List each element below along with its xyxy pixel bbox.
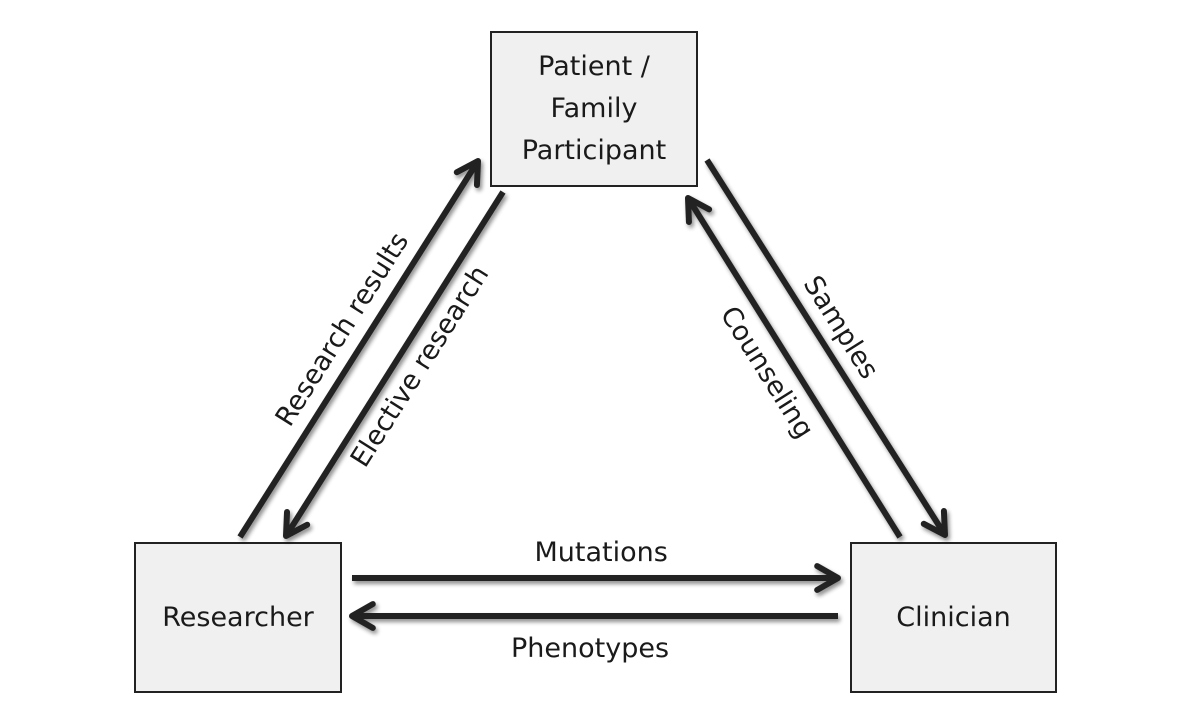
edge-line [685,196,903,539]
arrowhead-icon [283,509,311,539]
edge-label-phenotypes: Phenotypes [511,632,670,664]
arrowhead-icon [685,195,713,225]
edge-line [237,159,481,539]
edge-line [283,190,506,538]
edge-line [704,158,948,537]
arrowhead-icon [920,508,948,538]
edge-research-results [237,158,481,539]
node-label: Researcher [162,601,314,633]
node-clinician: Clinician [850,542,1057,693]
arrowhead-icon [453,158,481,188]
arrowhead-icon [814,563,841,593]
edge-label-mutations: Mutations [534,536,668,568]
edge-samples [704,158,948,538]
edge-counseling [685,195,903,539]
node-label: Clinician [896,601,1011,633]
node-label: Patient / Family Participant [521,51,667,166]
edge-mutations [352,563,841,593]
node-patient-family-participant: Patient / Family Participant [490,31,698,187]
edge-phenotypes [349,601,838,631]
edge-elective-research [283,190,506,539]
node-researcher: Researcher [134,542,342,693]
arrowhead-icon [349,601,376,631]
